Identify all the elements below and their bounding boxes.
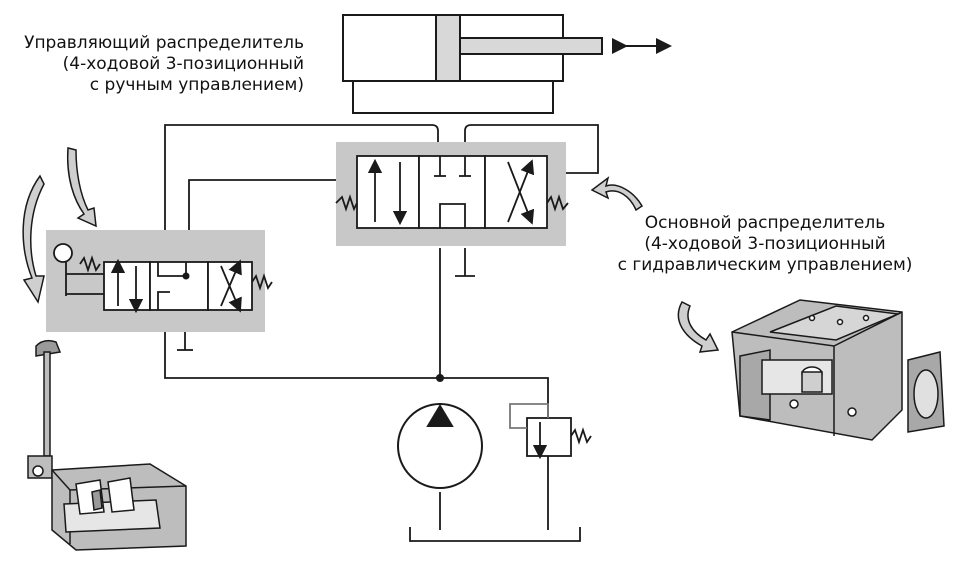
hydraulic-cylinder: [342, 14, 603, 114]
main-valve-symbol: [335, 142, 569, 246]
control-valve-label-line2: (4-ходовой 3-позиционный: [62, 54, 304, 74]
manual-valve-illustration: [27, 339, 187, 551]
control-valve-symbol: [46, 230, 273, 332]
control-valve-label-line3: с ручным управлением): [89, 75, 304, 95]
main-valve-label-line3: с гидравлическим управлением): [617, 255, 913, 275]
pointer-arrows: [22, 147, 720, 353]
main-valve-label: Основной распределитель (4-ходовой 3-поз…: [600, 213, 930, 276]
main-valve-illustration: [731, 299, 945, 441]
hydraulic-lines: [164, 124, 599, 542]
arrow-photo-icon: [677, 301, 720, 353]
relief-valve-icon: [509, 403, 592, 460]
arrow-main-icon: [590, 176, 643, 212]
main-valve-label-line1: Основной распределитель: [644, 213, 886, 233]
arrow-left-inner-icon: [66, 147, 97, 228]
control-valve-label: Управляющий распределитель (4-ходовой 3-…: [4, 33, 304, 96]
main-valve-label-line2: (4-ходовой 3-позиционный: [644, 234, 886, 254]
control-valve-label-line1: Управляющий распределитель: [24, 33, 304, 53]
pump-icon: [397, 403, 483, 489]
arrow-left-outer-icon: [22, 174, 45, 304]
junction-dot: [436, 374, 444, 382]
